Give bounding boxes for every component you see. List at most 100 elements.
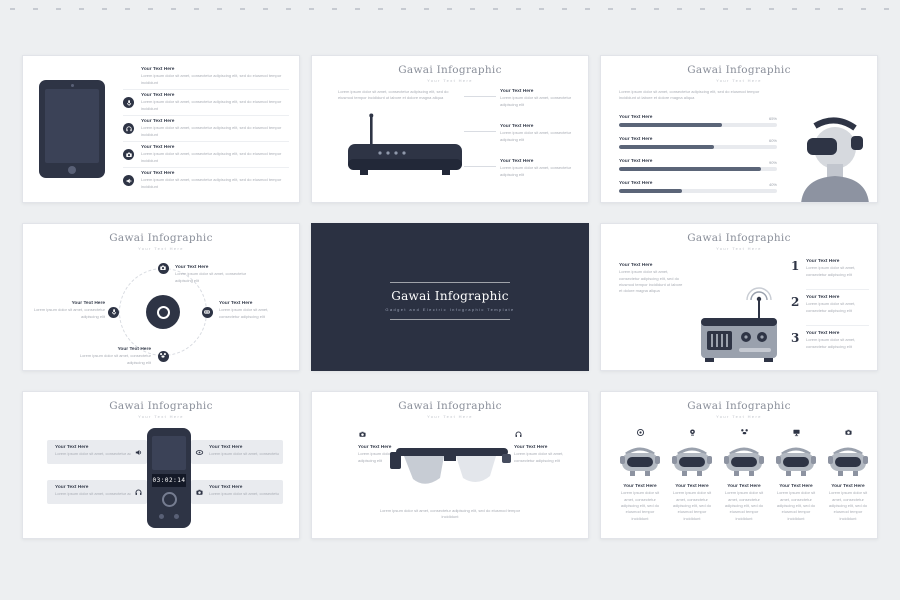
item-body: Lorem ipsum dolor sit amet, consectetur … bbox=[806, 301, 856, 313]
slide-router-network: Gawai Infographic Your Text Here Lorem i… bbox=[311, 55, 589, 203]
progress-label: Your Text Here bbox=[619, 115, 653, 120]
item-body: Lorem ipsum dolor sit amet, consectetur … bbox=[806, 265, 856, 277]
speaker-icon bbox=[135, 449, 142, 456]
item-title: Your Text Here bbox=[675, 484, 709, 489]
vr-person-illustration bbox=[801, 117, 869, 202]
feature-item: Your Text Here Lorem ipsum dolor sit ame… bbox=[500, 123, 578, 143]
feature-item: Your Text Here Lorem ipsum dolor sit ame… bbox=[500, 88, 578, 108]
headset-device-illustration bbox=[672, 447, 712, 476]
progress-fill bbox=[619, 145, 714, 150]
slide-title: Gawai Infographic bbox=[398, 64, 502, 76]
callout-row-left: Your Text Here Lorem ipsum dolor sit ame… bbox=[47, 440, 147, 464]
headset-device-illustration bbox=[776, 447, 816, 476]
item-title: Your Text Here bbox=[141, 119, 175, 124]
slide-title: Gawai Infographic bbox=[109, 232, 213, 244]
hub-label: Your Text Here Lorem ipsum dolor sit ame… bbox=[31, 300, 105, 320]
list-item: Your Text Here Lorem ipsum dolor sit ame… bbox=[123, 168, 289, 194]
item-title: Your Text Here bbox=[209, 445, 243, 450]
caption-text: Lorem ipsum dolor sit amet, consectetur … bbox=[379, 508, 521, 520]
router-illustration bbox=[348, 113, 462, 175]
slide-device-columns: Gawai Infographic Your Text Here Your Te… bbox=[600, 391, 878, 539]
device-column: Your Text Here Lorem ipsum dolor sit ame… bbox=[669, 424, 715, 522]
microphone-icon bbox=[123, 97, 134, 108]
item-body: Lorem ipsum dolor sit amet, consectetur … bbox=[219, 307, 269, 319]
progress-track bbox=[619, 123, 777, 128]
slide-recorder-callouts: Gawai Infographic Your Text Here Your Te… bbox=[22, 391, 300, 539]
slide-smart-glasses: Gawai Infographic Your Text Here Your Te… bbox=[311, 391, 589, 539]
item-body: Lorem ipsum dolor sit amet, consectetur … bbox=[500, 95, 572, 107]
item-title: Your Text Here bbox=[779, 484, 813, 489]
radio-illustration bbox=[701, 287, 777, 362]
list-item: Your Text Here Lorem ipsum dolor sit ame… bbox=[123, 116, 289, 142]
intro-text: Lorem ipsum dolor sit amet, consectetur … bbox=[338, 89, 449, 101]
item-title: Your Text Here bbox=[219, 301, 253, 306]
item-title: Your Text Here bbox=[71, 301, 105, 306]
slide-title: Gawai Infographic bbox=[687, 400, 791, 412]
item-body: Lorem ipsum dolor sit amet, consectetur … bbox=[141, 151, 282, 163]
slide-title: Gawai Infographic bbox=[687, 64, 791, 76]
slide-title: Gawai Infographic bbox=[398, 400, 502, 412]
voice-recorder-illustration: 03:02:14 bbox=[147, 428, 191, 528]
callout-row-right: Your Text Here Lorem ipsum dolor sit ame… bbox=[191, 480, 283, 504]
progress-fill bbox=[619, 189, 683, 194]
cover-title: Gawai Infographic bbox=[391, 289, 509, 303]
progress-label: Your Text Here bbox=[619, 181, 653, 186]
item-body: Lorem ipsum dolor sit amet, consectetur … bbox=[55, 451, 131, 457]
slide-cover: Gawai Infographic Gadget and Electric In… bbox=[311, 223, 589, 371]
intro-text: Lorem ipsum dolor sit amet, consectetur … bbox=[619, 89, 760, 101]
intro-block: Your Text Here Lorem ipsum dolor sit ame… bbox=[619, 262, 685, 295]
step-item: 2 Your Text Here Lorem ipsum dolor sit a… bbox=[791, 294, 869, 328]
smart-glasses-illustration bbox=[390, 448, 511, 484]
device-column: Your Text Here Lorem ipsum dolor sit ame… bbox=[825, 424, 871, 522]
item-body: Lorem ipsum dolor sit amet, consectetur … bbox=[776, 490, 816, 521]
list-item: Your Text Here Lorem ipsum dolor sit ame… bbox=[123, 64, 289, 90]
device-column: Your Text Here Lorem ipsum dolor sit ame… bbox=[773, 424, 819, 522]
progress-value: 90% bbox=[768, 160, 777, 166]
slides-grid: Your Text Here Lorem ipsum dolor sit ame… bbox=[22, 55, 878, 539]
item-title: Your Text Here bbox=[55, 445, 89, 450]
item-title: Your Text Here bbox=[623, 484, 657, 489]
item-body: Lorem ipsum dolor sit amet, consectetur … bbox=[672, 490, 712, 521]
item-title: Your Text Here bbox=[141, 67, 175, 72]
slide-progress-vr: Gawai Infographic Your Text Here Lorem i… bbox=[600, 55, 878, 203]
slide-subtitle: Your Text Here bbox=[716, 246, 762, 251]
device-column: Your Text Here Lorem ipsum dolor sit ame… bbox=[617, 424, 663, 522]
divider bbox=[123, 115, 289, 116]
headphones-icon bbox=[135, 489, 142, 496]
progress-value: 60% bbox=[768, 138, 777, 144]
step-number: 3 bbox=[791, 331, 800, 345]
item-title: Your Text Here bbox=[500, 124, 534, 129]
item-title: Your Text Here bbox=[514, 445, 548, 450]
divider-top bbox=[390, 282, 510, 283]
list-item: Your Text Here Lorem ipsum dolor sit ame… bbox=[123, 142, 289, 168]
slide-hub-diagram: Gawai Infographic Your Text Here Your Te… bbox=[22, 223, 300, 371]
eye-icon bbox=[195, 450, 204, 455]
tablet-home-button bbox=[68, 166, 76, 174]
item-body: Lorem ipsum dolor sit amet, consectetur … bbox=[500, 130, 572, 142]
vr-headset-icon bbox=[201, 306, 213, 318]
item-body: Lorem ipsum dolor sit amet, consectetur … bbox=[141, 99, 282, 111]
speaker-icon bbox=[123, 175, 134, 186]
item-body: Lorem ipsum dolor sit amet, consectetur … bbox=[79, 353, 151, 365]
progress-label: Your Text Here bbox=[619, 137, 653, 142]
item-title: Your Text Here bbox=[806, 259, 840, 264]
slide-title: Gawai Infographic bbox=[109, 400, 213, 412]
step-item: 3 Your Text Here Lorem ipsum dolor sit a… bbox=[791, 330, 869, 364]
lens-ring bbox=[156, 305, 170, 319]
slide-subtitle: Your Text Here bbox=[427, 414, 473, 419]
monitor-icon bbox=[792, 429, 800, 437]
tablet-screen bbox=[45, 89, 99, 163]
slide-radio-steps: Gawai Infographic Your Text Here Your Te… bbox=[600, 223, 878, 371]
slide-subtitle: Your Text Here bbox=[427, 78, 473, 83]
progress-fill bbox=[619, 167, 762, 172]
item-title: Your Text Here bbox=[175, 265, 209, 270]
microphone-icon bbox=[108, 306, 119, 318]
item-body: Lorem ipsum dolor sit amet, consectetur … bbox=[33, 307, 105, 319]
step-item: 1 Your Text Here Lorem ipsum dolor sit a… bbox=[791, 258, 869, 292]
recorder-key bbox=[174, 514, 179, 519]
divider-bottom bbox=[390, 319, 510, 320]
item-title: Your Text Here bbox=[831, 484, 865, 489]
progress-fill bbox=[619, 123, 722, 128]
hub-label: Your Text Here Lorem ipsum dolor sit ame… bbox=[75, 346, 151, 366]
